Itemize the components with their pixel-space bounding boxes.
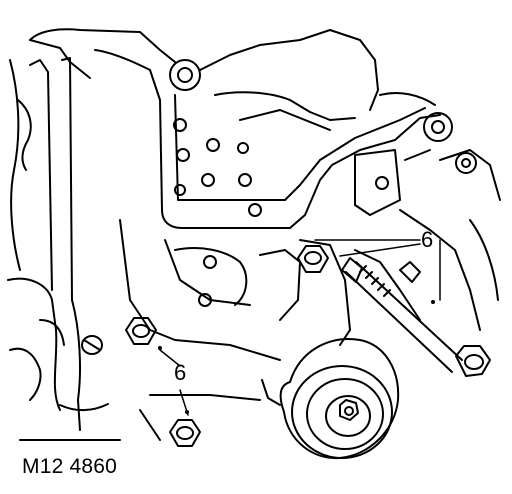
leader-dot bbox=[185, 410, 189, 414]
bolt-center bbox=[297, 245, 329, 273]
stud-bolt-long bbox=[341, 257, 491, 377]
bolt-left bbox=[125, 317, 157, 345]
support-bracket bbox=[29, 28, 453, 229]
callout-label-bottom: 6 bbox=[174, 360, 187, 385]
leader-dot bbox=[158, 346, 162, 350]
bolt-bottom bbox=[169, 419, 201, 447]
callout-leaders bbox=[159, 239, 441, 416]
leader-top-2 bbox=[339, 243, 421, 257]
callout-label-top: 6 bbox=[421, 227, 434, 252]
left-engine-detail bbox=[7, 57, 121, 441]
bolt-upper-right bbox=[455, 152, 477, 174]
figure-reference: M12 4860 bbox=[22, 455, 118, 478]
lower-housing bbox=[119, 92, 501, 441]
leader-bottom-1 bbox=[159, 349, 181, 367]
leader-dot bbox=[431, 300, 435, 304]
tensioner-pulley bbox=[261, 338, 400, 460]
